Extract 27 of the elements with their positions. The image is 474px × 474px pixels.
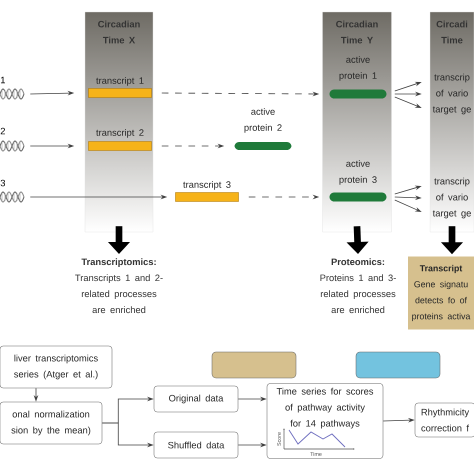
band-title: Circadian Time X	[98, 20, 140, 44]
process-box: Original data	[154, 386, 238, 412]
process-box: Shuffled data	[154, 432, 238, 458]
bar-label: active protein 1	[340, 56, 377, 81]
dna-drawing	[0, 88, 24, 100]
dna-drawing	[0, 140, 24, 152]
band-title: Circadi Time	[436, 20, 468, 44]
target-genes-label: transcrip of vario target ge	[432, 74, 471, 114]
process-box: Rhythmicity correction f	[414, 402, 474, 438]
empty-box	[212, 352, 296, 378]
result-text: Proteomics: Proteins 1 and 3- related processes are enriched	[320, 258, 396, 314]
gene-number: 1	[0, 76, 5, 84]
bar-label: transcript 2	[96, 129, 144, 138]
result-box: Transcript Gene signatu detects fo of proteins activa	[408, 256, 474, 330]
gene-number: 3	[0, 180, 6, 186]
band-title: Circadian Time Y	[336, 20, 378, 44]
bar-label: transcript 3	[183, 181, 231, 190]
empty-box	[356, 352, 440, 378]
gene-number: 2	[0, 128, 5, 134]
bar-label: transcript 1	[96, 77, 144, 86]
target-genes-label: transcrip of vario target ge	[432, 178, 471, 218]
process-box: liver transcriptomics series (Atger et al.)	[0, 346, 112, 388]
dna-drawing	[0, 191, 24, 203]
bar-label: active protein 2	[244, 108, 282, 133]
bar-label: active protein 3	[340, 160, 377, 185]
process-box: onal normalization sion by the mean)	[0, 402, 102, 444]
result-text: Transcriptomics: Transcripts 1 and 2- related processes are enriched	[75, 258, 163, 314]
